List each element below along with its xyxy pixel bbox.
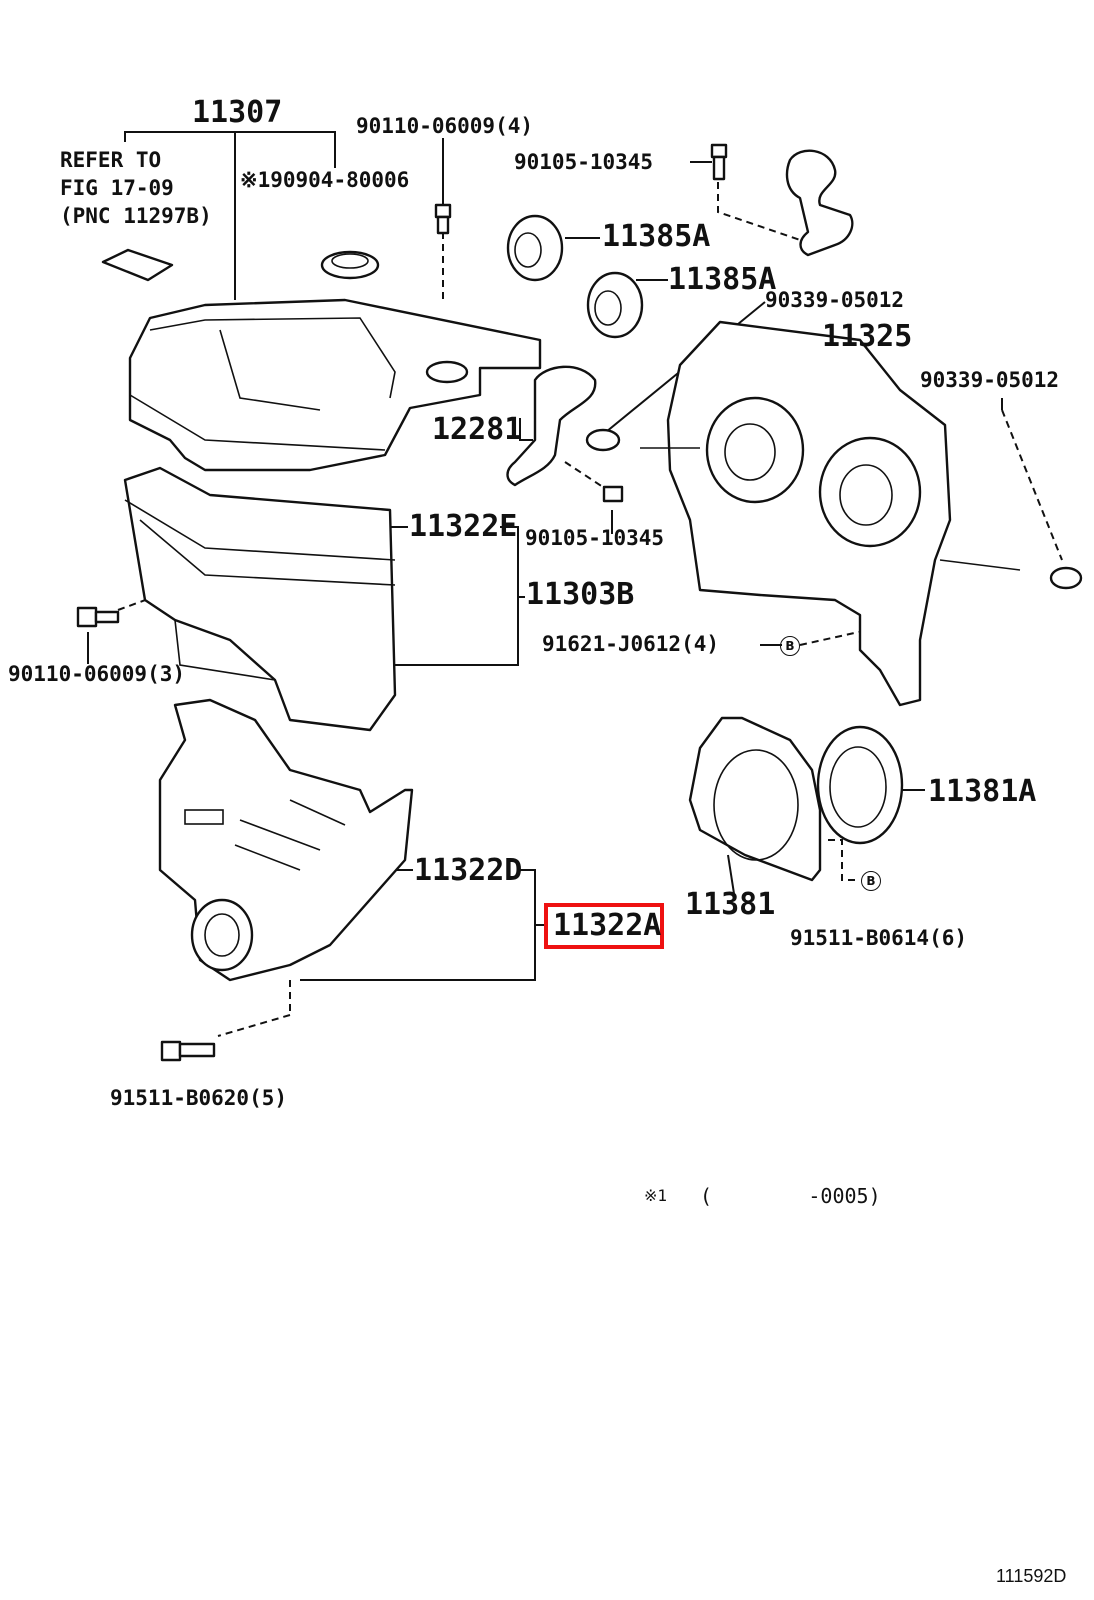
footnote-mark: ※1 — [644, 1186, 668, 1205]
callout-11381[interactable]: 11381 — [685, 887, 776, 922]
callout-11322e[interactable]: 11322E — [409, 509, 518, 544]
refer-text-line3: (PNC 11297B) — [60, 204, 212, 228]
highlight-box — [544, 903, 664, 949]
callout-11381a[interactable]: 11381A — [928, 774, 1037, 809]
callout-90339-05012-2[interactable]: 90339-05012 — [920, 368, 1060, 392]
cover-upper — [128, 298, 542, 472]
gasket-sheet — [101, 248, 174, 282]
bolt-90105-top — [710, 143, 728, 181]
callout-11385a-1[interactable]: 11385A — [602, 219, 711, 254]
bolt-91511-bottom — [160, 1040, 216, 1062]
callout-11307[interactable]: 11307 — [192, 95, 283, 130]
callout-90904-80006[interactable]: ※190904-80006 — [240, 168, 410, 192]
callout-90105-10345-top[interactable]: 90105-10345 — [514, 150, 654, 174]
collar-1 — [585, 428, 621, 452]
seal-11381a — [816, 725, 904, 845]
callout-90110-06009-4[interactable]: 90110-06009(4) — [356, 114, 534, 138]
refer-text-line1: REFER TO — [60, 148, 162, 172]
callout-11322d[interactable]: 11322D — [414, 853, 523, 888]
callout-11385a-2[interactable]: 11385A — [668, 262, 777, 297]
callout-90110-06009-3[interactable]: 90110-06009(3) — [8, 662, 186, 686]
callout-12281[interactable]: 12281 — [432, 412, 523, 447]
b-mark-2: B — [861, 871, 881, 891]
retainer-11381 — [688, 716, 822, 882]
refer-text-line2: FIG 17-09 — [60, 176, 174, 200]
callout-91621-j0612[interactable]: 91621-J0612(4) — [542, 632, 720, 656]
figure-id: 111592D — [996, 1566, 1067, 1586]
collar-2 — [1049, 566, 1083, 590]
bracket-top — [785, 149, 854, 257]
callout-11303b[interactable]: 11303B — [526, 577, 635, 612]
bracket-12281 — [506, 365, 597, 487]
cover-lower — [158, 698, 414, 982]
seal-11385a-2 — [586, 271, 644, 339]
callout-90105-10345-mid[interactable]: 90105-10345 — [525, 526, 665, 550]
footnote-text: ( -0005) — [700, 1184, 881, 1208]
seal-90904 — [320, 250, 380, 280]
seal-11385a-1 — [506, 214, 564, 282]
bolt-90105-mid — [602, 485, 624, 503]
callout-91511-b0620[interactable]: 91511-B0620(5) — [110, 1086, 288, 1110]
callout-91511-b0614[interactable]: 91511-B0614(6) — [790, 926, 968, 950]
callout-11325[interactable]: 11325 — [822, 319, 913, 354]
bolt-top — [434, 203, 452, 235]
plate-11325 — [640, 320, 1021, 707]
callout-11322a[interactable]: 11322A — [553, 908, 662, 943]
callout-90339-05012-1[interactable]: 90339-05012 — [765, 288, 905, 312]
b-mark-1: B — [780, 636, 800, 656]
cover-middle — [123, 466, 397, 732]
bolt-90110-left — [76, 606, 120, 628]
